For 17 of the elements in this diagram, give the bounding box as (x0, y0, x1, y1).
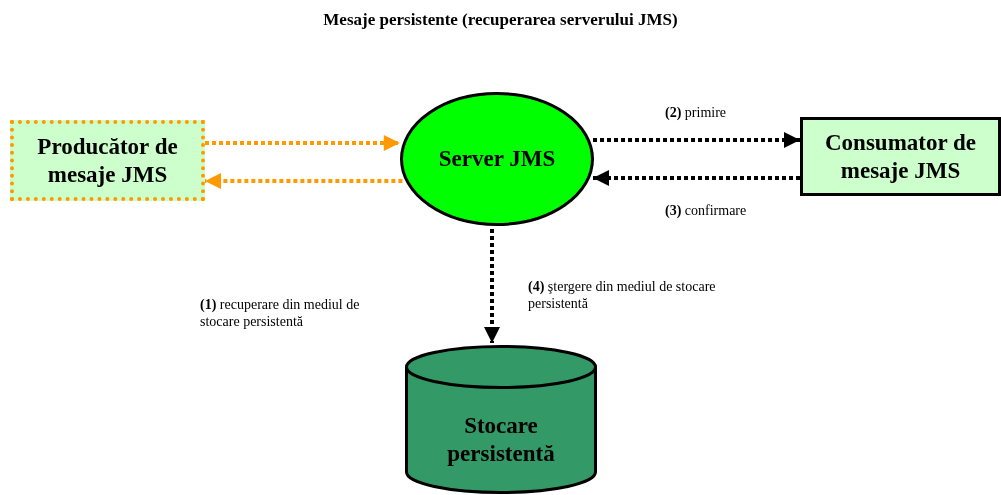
arrow (205, 135, 400, 151)
arrow (593, 132, 800, 148)
storage-cylinder (405, 345, 597, 494)
arrow (484, 229, 500, 343)
edge-label: (2) primire (665, 105, 727, 122)
node-label: Server JMS (438, 145, 556, 173)
consumer-box (800, 117, 1001, 196)
producer-box (10, 120, 205, 201)
server-ellipse (400, 92, 594, 226)
diagram-title: Mesaje persistente (recuperarea serverului JMS) (322, 10, 679, 30)
node-label: Consumator de mesaje JMS (824, 128, 977, 185)
arrow (205, 173, 403, 189)
edge-label: (3) confirmare (665, 203, 747, 220)
node-label: Producător de mesaje JMS (36, 132, 179, 189)
step-note: (1) recuperare din mediul de stocare persistentă (200, 297, 361, 331)
arrow (593, 170, 800, 186)
node-label: Stocare persistentă (446, 411, 556, 468)
